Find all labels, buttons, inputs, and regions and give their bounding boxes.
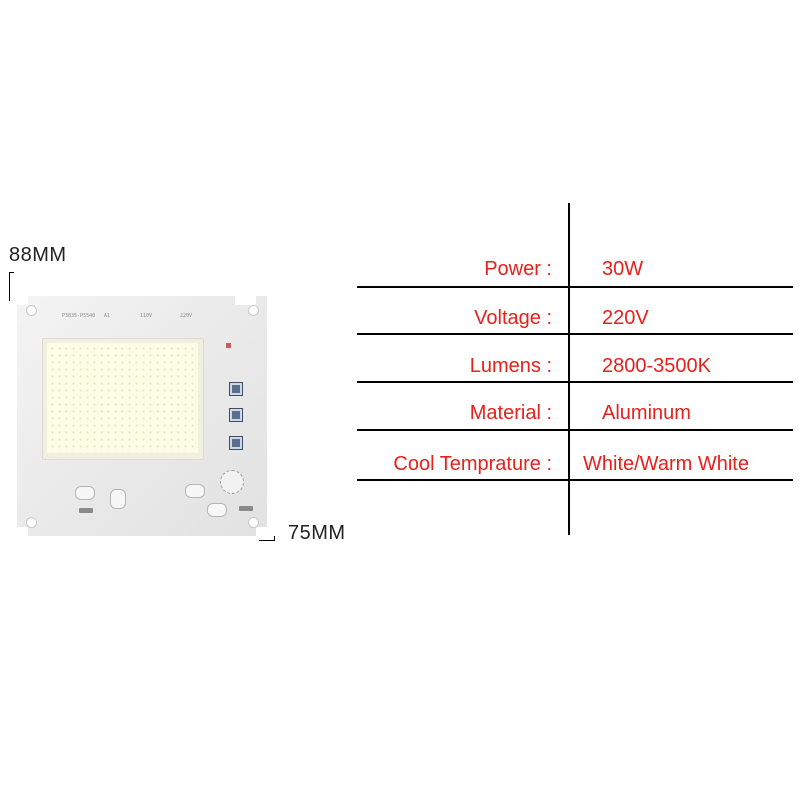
spec-table-rule — [357, 479, 793, 481]
solder-pad-icon — [229, 436, 243, 450]
spec-label-power: Power : — [484, 258, 552, 280]
resistor-icon — [110, 489, 126, 509]
mount-hole-bottom-left — [26, 517, 37, 528]
capacitor-icon — [75, 486, 95, 500]
width-dimension-label: 88MM — [9, 244, 67, 266]
spec-table-rule — [357, 286, 793, 288]
component-strip-icon — [79, 508, 93, 513]
spec-table-rule — [357, 429, 793, 431]
spec-value-lumens: 2800-3500K — [602, 355, 711, 377]
height-dimension-label: 75MM — [288, 522, 346, 544]
mount-hole-top-left — [26, 305, 37, 316]
board-marking-110v: 110V — [140, 313, 153, 319]
spec-label-lumens: Lumens : — [469, 355, 552, 377]
board-marking-model: P3835-P5540 — [62, 313, 96, 319]
solder-pad-icon — [229, 408, 243, 422]
capacitor-icon — [185, 484, 205, 498]
spec-value-material: Aluminum — [602, 402, 691, 424]
component-strip-icon — [239, 506, 253, 511]
spec-table-divider — [568, 203, 570, 535]
capacitor-icon — [207, 503, 227, 517]
spec-table-rule — [357, 333, 793, 335]
spec-value-power: 30W — [602, 258, 644, 280]
mount-hole-bottom-right — [248, 517, 259, 528]
spec-value-voltage: 220V — [602, 307, 649, 329]
driver-ic-icon — [226, 343, 231, 348]
spec-label-material: Material : — [469, 402, 552, 424]
mount-hole-top-right — [248, 305, 259, 316]
board-marking-revision: A1 — [104, 313, 111, 319]
width-bracket-mark — [9, 272, 14, 301]
board-marking-220v: 220V — [180, 313, 193, 319]
solder-pad-icon — [229, 382, 243, 396]
spec-label-voltage: Voltage : — [474, 307, 552, 329]
led-emitter-array — [47, 343, 198, 453]
spec-label-temperature: Cool Temprature : — [393, 453, 552, 475]
connector-icon — [220, 470, 244, 494]
spec-value-temperature: White/Warm White — [583, 453, 749, 475]
height-bracket-mark — [259, 536, 275, 541]
spec-table-rule — [357, 381, 793, 383]
